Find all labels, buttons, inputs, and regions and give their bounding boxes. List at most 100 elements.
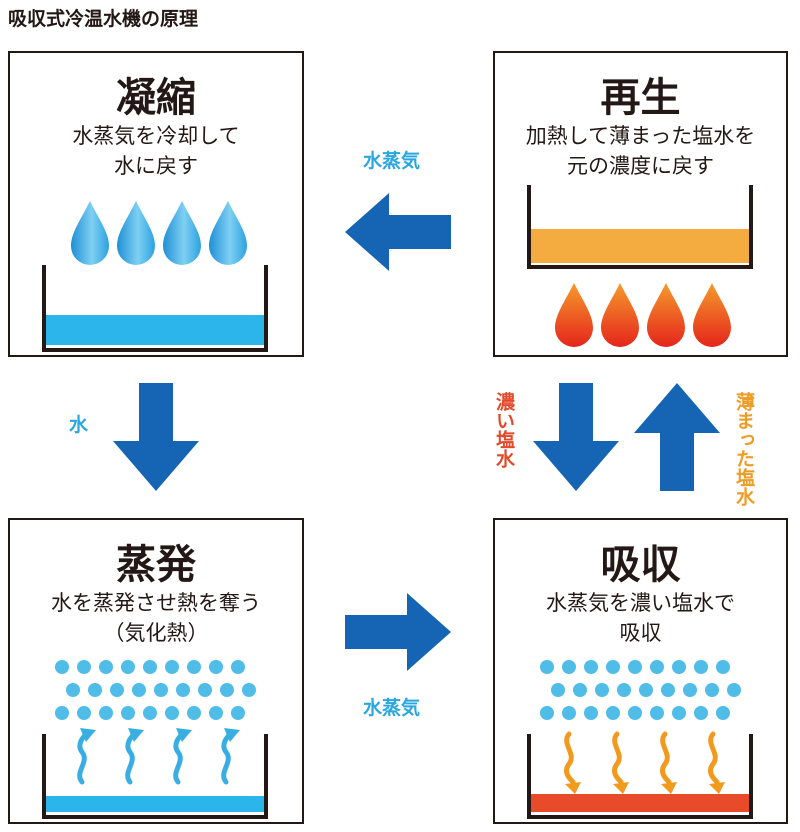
vapor-dot (55, 706, 69, 720)
vapor-dot (694, 660, 708, 674)
vapor-dot (110, 683, 124, 697)
vapor-dot (562, 660, 576, 674)
basin (42, 734, 268, 819)
sinking-vapor-arrow-icon (564, 731, 720, 785)
water-drop-icon (71, 201, 247, 265)
evaporate-title: 蒸発 (116, 542, 196, 588)
vapor-dot (99, 660, 113, 674)
flow-label-up-right: 薄まった塩水 (733, 392, 755, 506)
basin (42, 265, 268, 352)
vapor-dot (209, 660, 223, 674)
water-liquid (46, 315, 264, 345)
vapor-dots (55, 660, 256, 720)
vapor-dot (573, 683, 587, 697)
vapor-dot (143, 706, 157, 720)
evaporate-desc-line1: 水を蒸発させ熱を奪う (51, 591, 261, 615)
vapor-dot (705, 683, 719, 697)
salt-water-liquid (531, 229, 749, 263)
flame-icon (555, 283, 731, 347)
vapor-dot (628, 660, 642, 674)
condense-title: 凝縮 (116, 75, 196, 121)
condense-desc-line2: 水に戻す (114, 154, 198, 178)
vapor-dot (176, 683, 190, 697)
water-liquid (46, 796, 264, 812)
vapor-dot (672, 706, 686, 720)
condense-illustration (42, 201, 268, 352)
vapor-dot (242, 683, 256, 697)
page-title: 吸収式冷温水機の原理 (8, 8, 199, 30)
salt-water-liquid (531, 794, 749, 812)
vapor-dot (132, 683, 146, 697)
arrow-head-icon (80, 728, 240, 742)
vapor-dot (716, 706, 730, 720)
absorb-title: 吸収 (600, 542, 681, 588)
regenerate-title: 再生 (600, 75, 681, 121)
condense-desc-line1: 水蒸気を冷却して (72, 124, 240, 148)
absorb-desc-line2: 吸収 (619, 621, 662, 645)
basin (527, 185, 753, 269)
vapor-dot (77, 660, 91, 674)
vapor-dot (584, 706, 598, 720)
vapor-dot (694, 706, 708, 720)
arrow-head-icon (565, 782, 725, 794)
panel-condense: 凝縮 水蒸気を冷却して 水に戻す (8, 51, 304, 357)
arrow-left-icon (345, 193, 451, 271)
vapor-dot (595, 683, 609, 697)
evaporate-desc-line2: （気化熱） (103, 621, 209, 645)
vapor-dot (650, 660, 664, 674)
regenerate-illustration (527, 185, 753, 347)
vapor-dot (540, 706, 554, 720)
vapor-dot (661, 683, 675, 697)
panel-evaporate: 蒸発 水を蒸発させ熱を奪う （気化熱） (8, 518, 304, 824)
arrow-up-icon (634, 383, 720, 491)
vapor-dot (143, 660, 157, 674)
vapor-dot (231, 660, 245, 674)
basin (527, 734, 753, 819)
regenerate-desc-line2: 元の濃度に戻す (567, 154, 714, 178)
vapor-dot (165, 660, 179, 674)
vapor-dot (187, 660, 201, 674)
vapor-dot (187, 706, 201, 720)
vapor-dot (540, 660, 554, 674)
vapor-dot (562, 706, 576, 720)
vapor-dot (639, 683, 653, 697)
vapor-dot (55, 660, 69, 674)
panel-regenerate: 再生 加熱して薄まった塩水を 元の濃度に戻す (493, 51, 788, 357)
vapor-dot (77, 706, 91, 720)
vapor-dot (154, 683, 168, 697)
vapor-dot (209, 706, 223, 720)
arrow-down-icon (533, 383, 619, 491)
vapor-dot (121, 660, 135, 674)
vapor-dot (121, 706, 135, 720)
arrow-down-icon (113, 383, 199, 491)
vapor-dot (606, 706, 620, 720)
vapor-dot (551, 683, 565, 697)
flow-label-bottom: 水蒸気 (363, 697, 421, 719)
evaporate-illustration (42, 660, 268, 819)
vapor-dot (683, 683, 697, 697)
vapor-dot (606, 660, 620, 674)
vapor-dot (165, 706, 179, 720)
arrow-right-icon (345, 593, 451, 671)
panel-absorb: 吸収 水蒸気を濃い塩水で 吸収 (493, 518, 788, 824)
vapor-dot (617, 683, 631, 697)
vapor-dot (628, 706, 642, 720)
flow-label-left: 水 (69, 414, 89, 436)
vapor-dot (198, 683, 212, 697)
absorb-illustration (527, 660, 753, 819)
vapor-dot (727, 683, 741, 697)
vapor-dot (66, 683, 80, 697)
vapor-dot (231, 706, 245, 720)
vapor-dot (716, 660, 730, 674)
vapor-dot (220, 683, 234, 697)
regenerate-desc-line1: 加熱して薄まった塩水を (525, 124, 756, 148)
flow-label-top: 水蒸気 (363, 150, 421, 172)
vapor-dots (540, 660, 741, 720)
rising-vapor-arrow-icon (77, 729, 235, 785)
vapor-dot (88, 683, 102, 697)
absorb-desc-line1: 水蒸気を濃い塩水で (546, 591, 735, 615)
vapor-dot (99, 706, 113, 720)
vapor-dot (584, 660, 598, 674)
vapor-dot (672, 660, 686, 674)
vapor-dot (650, 706, 664, 720)
